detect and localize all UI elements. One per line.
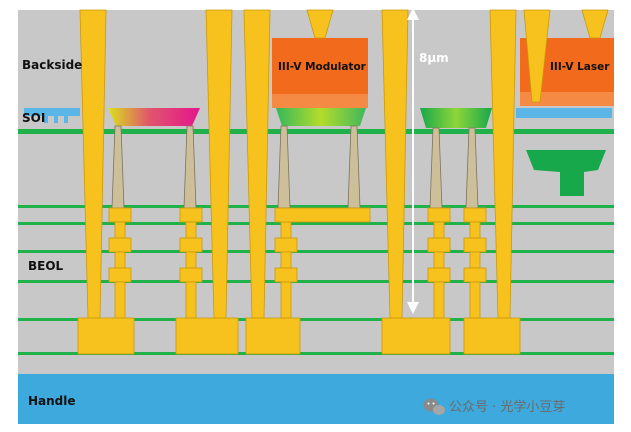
watermark-text: 公众号 · 光学小豆芽	[449, 399, 565, 415]
laser-label: III-V Laser	[550, 61, 610, 73]
iii-v-modulator-base	[272, 94, 368, 108]
dimension-arrow	[407, 8, 419, 314]
backside-through-vias	[79, 9, 609, 319]
soi-layer	[24, 108, 612, 128]
metal-interconnects	[108, 207, 487, 319]
dimension-label: 8μm	[419, 51, 449, 65]
beol-label: BEOL	[28, 259, 64, 273]
bond-pads	[77, 317, 521, 355]
contact-vias	[111, 125, 479, 209]
soi-label: SOI	[22, 111, 45, 125]
backside-label: Backside	[22, 58, 82, 72]
handle-wafer	[18, 374, 614, 424]
laser-coupler-structure	[526, 150, 606, 196]
wechat-icon	[423, 398, 445, 415]
modulator-label: III-V Modulator	[278, 61, 367, 73]
beol-metal-lines	[18, 129, 614, 355]
handle-label: Handle	[28, 394, 76, 408]
iii-v-laser-base	[520, 92, 614, 106]
